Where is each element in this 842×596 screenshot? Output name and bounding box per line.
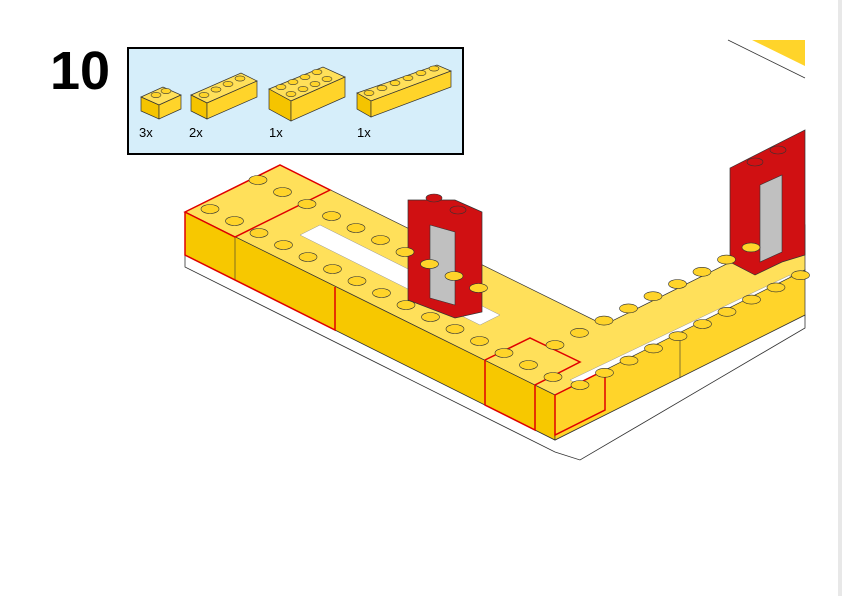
parts-list-callout: 3x 2x 1x (127, 47, 464, 155)
stud (469, 283, 488, 293)
stud (543, 372, 563, 382)
part-brick-2x4 (267, 65, 349, 123)
stud (297, 199, 317, 209)
stud (693, 319, 712, 329)
brick-1x6-icon (356, 64, 452, 118)
stud (668, 279, 687, 289)
stud (717, 306, 737, 317)
brick-1x4-icon (190, 72, 258, 120)
studs (200, 175, 810, 390)
door-frame-right (729, 129, 806, 276)
part-quantity: 3x (139, 125, 153, 140)
stud (445, 324, 465, 334)
stud (644, 343, 663, 354)
stud (200, 204, 220, 214)
stud (225, 216, 244, 226)
stud (766, 282, 786, 293)
stud (444, 271, 464, 281)
stud (248, 175, 268, 185)
stud (595, 367, 614, 378)
stud (494, 348, 514, 358)
stud (273, 187, 292, 197)
stud (717, 254, 736, 265)
stud (470, 336, 489, 346)
stud (323, 264, 342, 274)
stud (420, 259, 439, 269)
stud (249, 228, 269, 238)
part-brick-1x2 (139, 83, 184, 121)
stud (274, 240, 293, 250)
new-brick-outline (183, 164, 332, 238)
step-number: 10 (50, 41, 111, 101)
stud (570, 380, 590, 390)
stud (421, 312, 440, 322)
stud (643, 291, 663, 302)
part-quantity: 2x (189, 125, 203, 140)
stud (372, 288, 391, 298)
stud (371, 235, 390, 245)
brick-2x4-icon (268, 66, 346, 122)
stud (741, 242, 761, 253)
stud (519, 360, 538, 370)
stud (619, 303, 638, 314)
partial-brick-top (752, 40, 805, 66)
part-brick-1x6 (355, 63, 455, 119)
stud (346, 223, 366, 233)
part-quantity: 1x (357, 125, 371, 140)
stud (298, 252, 318, 262)
stud (742, 294, 761, 305)
stud (594, 315, 614, 326)
page-edge (838, 0, 842, 596)
new-brick-outline (484, 337, 582, 432)
brick-1x2-icon (140, 86, 182, 120)
stud (395, 247, 415, 257)
stud (791, 270, 810, 281)
stud (347, 276, 367, 286)
stud (396, 300, 416, 310)
stud (570, 327, 589, 338)
stud (619, 355, 639, 366)
part-brick-1x4 (189, 71, 261, 121)
stud (692, 266, 712, 277)
stud (322, 211, 341, 221)
stud (668, 331, 688, 342)
door-frame-left (407, 193, 483, 319)
baseplate-edge (727, 39, 806, 79)
part-quantity: 1x (269, 125, 283, 140)
stud (545, 340, 565, 350)
